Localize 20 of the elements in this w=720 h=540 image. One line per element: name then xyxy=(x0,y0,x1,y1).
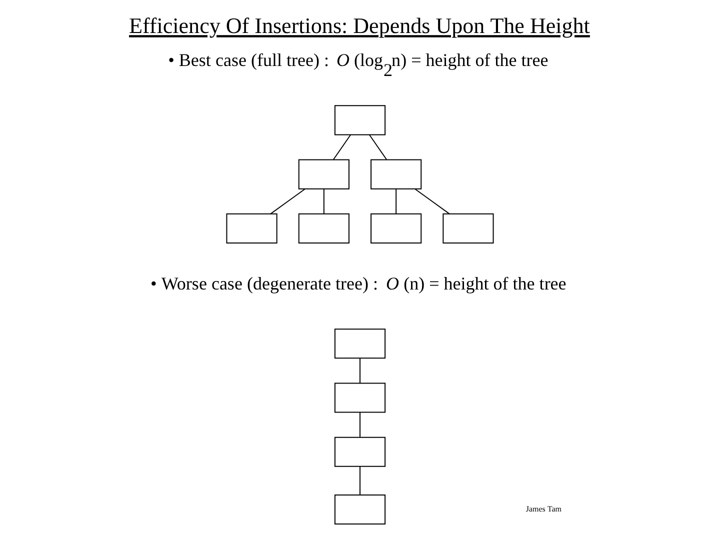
node-box xyxy=(370,213,422,244)
connector xyxy=(396,188,397,214)
node-box xyxy=(298,213,350,244)
connector xyxy=(270,188,306,214)
node-box xyxy=(334,105,386,136)
diagram-title: Efficiency Of Insertions: Depends Upon The Height xyxy=(129,13,590,38)
node-box xyxy=(334,382,386,413)
node-box xyxy=(334,328,386,359)
connector xyxy=(323,188,324,214)
node-box xyxy=(226,213,278,244)
node-box xyxy=(334,436,386,467)
label: James Tam xyxy=(526,504,562,514)
node-box xyxy=(442,213,494,244)
node-box xyxy=(298,159,350,190)
node-box xyxy=(334,494,386,525)
connector xyxy=(414,188,450,214)
label: • Worse case (degenerate tree) : O (n) = height of the tree xyxy=(150,273,566,294)
connector xyxy=(368,134,388,160)
node-box xyxy=(370,159,422,190)
connector xyxy=(332,134,352,160)
